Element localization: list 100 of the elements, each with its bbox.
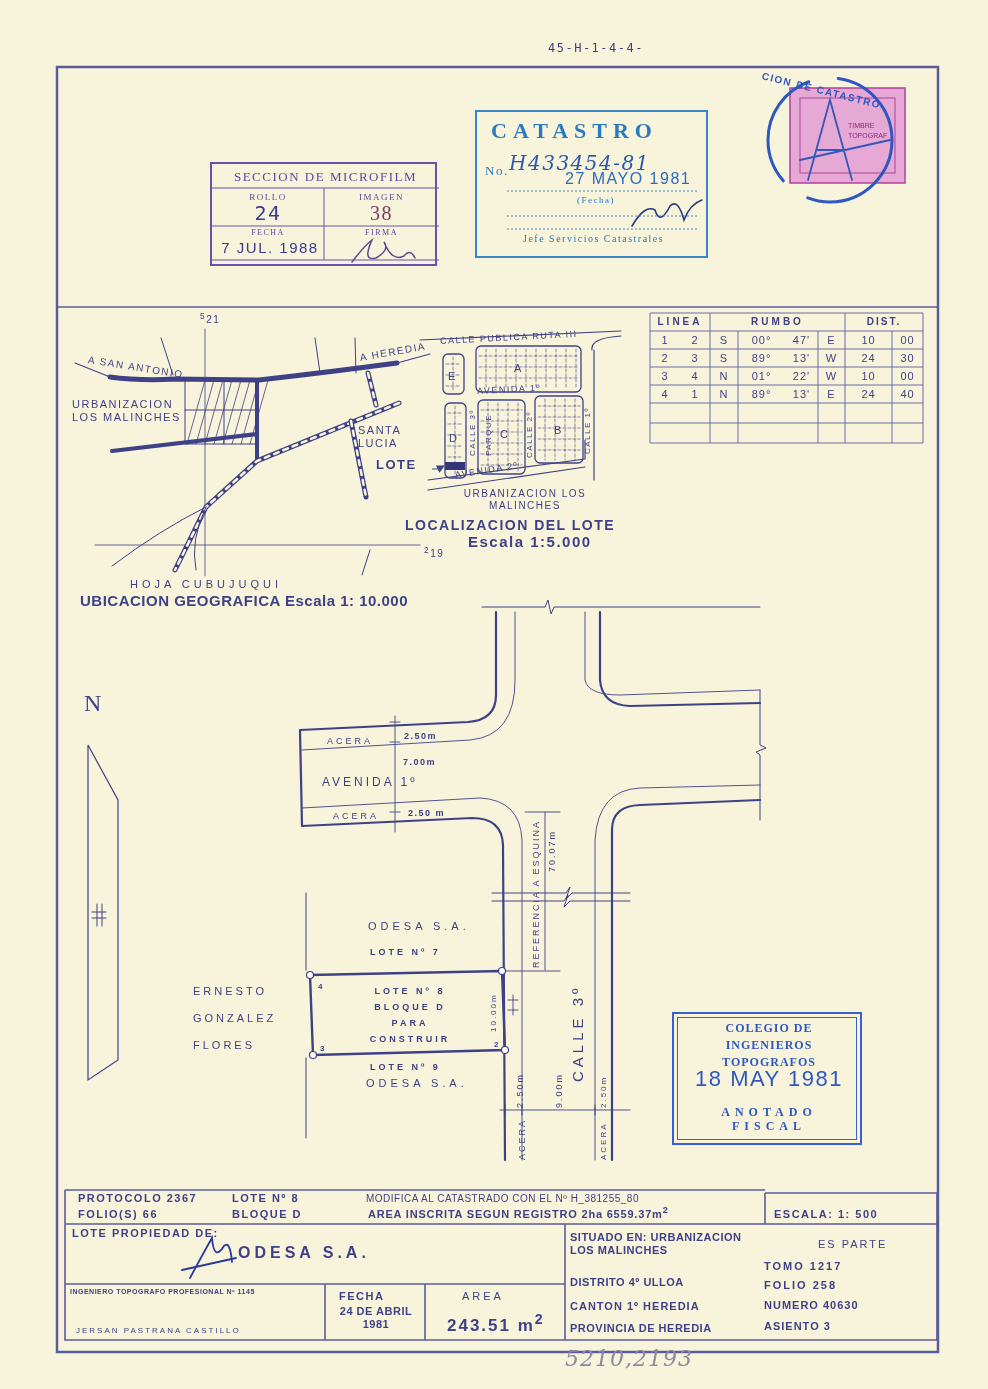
title-block-text: JERSAN PASTRANA CASTILLO	[76, 1326, 241, 1336]
table-cell-text: 13'	[791, 352, 812, 365]
grid-coordinate: $^{2}$19	[424, 546, 445, 560]
table-cell-text: 40	[899, 388, 916, 401]
title-block-text: PROTOCOLO 2367	[78, 1192, 198, 1205]
field-label: FIRMA	[364, 228, 399, 238]
north-label: N	[84, 690, 102, 718]
title-block-text: FOLIO 258	[764, 1279, 838, 1292]
field-label: IMAGEN	[358, 192, 405, 203]
stamp-caption: Jefe Servicios Catastrales	[523, 233, 665, 245]
dimension-label: 70.07m	[547, 829, 558, 872]
sidewalk-label: ACERA	[327, 736, 373, 747]
title-block-text: ESCALA: 1: 500	[774, 1208, 879, 1221]
title-block-text: LOTE Nº 8	[232, 1192, 300, 1205]
table-cell-text: 22'	[791, 370, 812, 383]
table-cell-text: N	[718, 370, 730, 383]
table-cell-text: 24	[860, 388, 877, 401]
title-block-text: 24 DE ABRIL 1981	[338, 1305, 414, 1331]
table-cell-text: 24	[860, 352, 877, 365]
table-cell-text: 01°	[750, 370, 773, 383]
title-block-text: CANTON 1º HEREDIA	[570, 1300, 700, 1313]
title-block-text: AREA	[462, 1290, 504, 1303]
stamp-number: 24	[253, 202, 283, 225]
table-cell-text: E	[826, 388, 837, 401]
title-block-text: FOLIO(S) 66	[78, 1208, 159, 1221]
table-cell-text: 13'	[791, 388, 812, 401]
table-cell-text: 4	[660, 388, 670, 401]
street-label: CALLE 1º	[583, 407, 593, 454]
place-label: URBANIZACION LOS MALINCHES	[72, 398, 182, 424]
title-block-text: LOTE PROPIEDAD DE:	[72, 1227, 219, 1240]
table-cell-text: 89°	[750, 352, 773, 365]
map-sheet-name: HOJA CUBUJUQUI	[130, 578, 282, 591]
lot-description: LOTE Nº 8 BLOQUE D PARA CONSTRUIR	[368, 985, 452, 1046]
table-cell-text: E	[826, 334, 837, 347]
handwritten-note: 5210,2193	[565, 1346, 693, 1372]
block-letter: B	[554, 424, 563, 437]
table-cell-text: W	[824, 352, 839, 365]
dimension-label: 2.50m	[404, 731, 438, 742]
title-block-text: PROVINCIA DE HEREDIA	[570, 1322, 712, 1335]
title-block-text: FECHA	[339, 1290, 385, 1303]
stamp-number: 38	[369, 202, 394, 225]
table-cell-text: S	[718, 334, 730, 347]
owner-label: ODESA S.A.	[368, 920, 470, 933]
street-label: CALLE 2º	[525, 411, 535, 458]
title-block-text: NUMERO 40630	[764, 1299, 859, 1312]
road-label: A SAN ANTONIO	[87, 354, 185, 381]
block-letter: C	[500, 428, 510, 441]
place-label: SANTA LUCIA	[358, 424, 402, 450]
title-block-text: ASIENTO 3	[764, 1320, 831, 1333]
dimension-label: 10.00m	[489, 993, 499, 1032]
grid-coordinate: $^{5}$21	[200, 312, 221, 326]
title-block-text: SITUADO EN: URBANIZACION LOS MALINCHES	[570, 1231, 743, 1257]
table-cell-text: 1	[690, 388, 700, 401]
place-label: URBANIZACION LOS MALINCHES	[462, 488, 588, 511]
lot-label: LOTE Nº 7	[370, 947, 441, 958]
corner-number: 2	[494, 1040, 500, 1050]
sidewalk-label: ACERA	[333, 811, 379, 822]
section-title: SECCION DE MICROFILM	[232, 170, 419, 185]
sidewalk-label: ACERA	[517, 1119, 528, 1160]
title-block-text: ES PARTE	[818, 1238, 888, 1251]
dimension-label: 7.00m	[403, 757, 437, 768]
dimension-label: 2.50m	[599, 1075, 609, 1108]
table-cell-text: S	[718, 352, 730, 365]
stamp-caption: ANOTADO FISCAL	[720, 1106, 818, 1134]
table-cell-text: 2	[660, 352, 670, 365]
field-label: (Fecha)	[577, 195, 615, 206]
title-block-text: AREA INSCRITA SEGUN REGISTRO 2ha 6559.37m$^{2}$	[368, 1205, 669, 1221]
street-label: CALLE 3º	[468, 409, 478, 456]
map-title: LOCALIZACION DEL LOTE	[405, 517, 616, 534]
table-cell-text: 4	[690, 370, 700, 383]
owner-name: ODESA S.A.	[238, 1244, 370, 1263]
table-cell-text: 3	[690, 352, 700, 365]
table-header: RUMBO	[750, 316, 805, 328]
table-header: DIST.	[865, 316, 903, 328]
leader-line	[431, 465, 445, 473]
owner-label: ERNESTO GONZALEZ FLORES	[193, 984, 278, 1053]
field-label: ROLLO	[248, 192, 288, 203]
corner-number: 4	[318, 982, 324, 992]
field-label: No.	[485, 164, 509, 179]
table-cell-text: 3	[660, 370, 670, 383]
block-letter: E	[448, 370, 457, 383]
sheet-number: 45-H-1-4-4-	[548, 42, 644, 56]
stamp-date: 7 JUL. 1988	[220, 239, 320, 257]
block-letter: D	[449, 432, 459, 445]
map-scale: Escala 1:5.000	[468, 533, 592, 551]
owner-label: ODESA S.A.	[366, 1077, 468, 1090]
title-block-text: TOMO 1217	[764, 1260, 843, 1273]
table-cell-text: 89°	[750, 388, 773, 401]
table-cell-text: N	[718, 388, 730, 401]
field-label: FECHA	[250, 228, 286, 238]
title-block-text: DISTRITO 4º ULLOA	[570, 1276, 684, 1289]
block-letter: A	[514, 362, 523, 375]
engineers-stamp	[672, 1012, 862, 1145]
table-header: LINEA	[656, 316, 704, 328]
street-label: AVENIDA 2º	[454, 460, 520, 481]
lot-label: LOTE	[376, 458, 418, 473]
corner-number: 3	[320, 1044, 326, 1054]
sidewalk-label: ACERA	[599, 1122, 609, 1160]
map-title: UBICACION GEOGRAFICA Escala 1: 10.000	[80, 592, 409, 610]
title-block-text: MODIFICA AL CATASTRADO CON EL Nº H_381255_80	[366, 1193, 639, 1205]
